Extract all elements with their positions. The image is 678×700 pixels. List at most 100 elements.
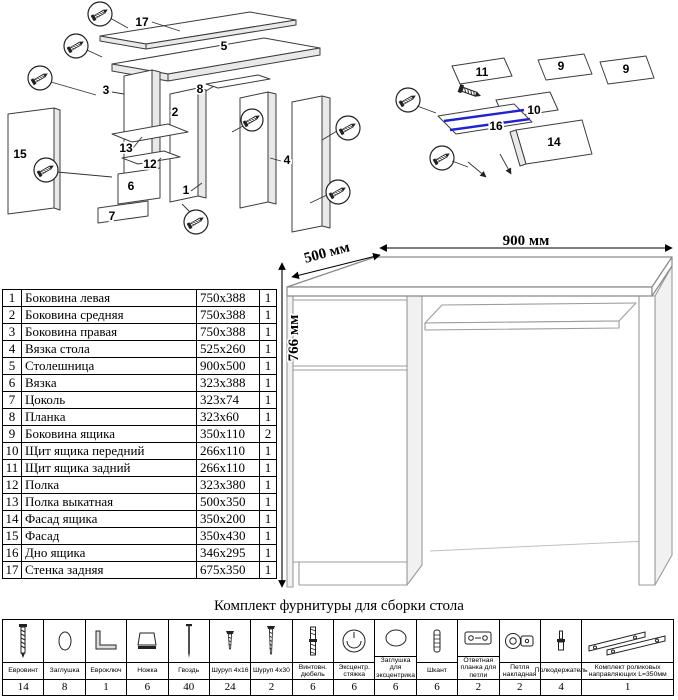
parts-cell-num: 4 [2,340,22,358]
part-number-label: 16 [489,119,503,133]
hardware-item-name: Винтовн. дюбель [292,662,333,679]
parts-cell-size: 500х350 [196,493,260,511]
parts-cell-name: Боковина средняя [21,306,197,324]
parts-cell-num: 17 [2,561,22,579]
foot-icon [127,620,167,662]
parts-cell-size: 350х430 [196,527,260,545]
hardware-item-name: Евроключ [85,662,127,679]
parts-cell-qty: 1 [259,527,277,545]
parts-cell-qty: 1 [259,391,277,409]
screw-short-icon [210,620,250,662]
roller-rail [449,117,531,132]
right-side-panel [638,265,673,586]
hardware-item-name: Ответная планка для петли [458,655,499,680]
hardware-item-name: Комплект роликовых направляющих L=350мм [582,662,674,679]
parts-cell-name: Боковина левая [21,289,197,307]
part-number-label: 9 [623,62,630,76]
parts-cell-qty: 1 [259,561,277,579]
hardware-callout-icon [27,1,361,235]
part-number-label: 9 [558,59,565,73]
hardware-item-qty: 6 [416,679,458,695]
cam-lock-icon [334,620,374,662]
parts-cell-qty: 1 [259,357,277,375]
parts-cell-qty: 1 [259,408,277,426]
parts-cell-size: 900х500 [196,357,260,375]
parts-cell-qty: 1 [259,476,277,494]
hardware-item-qty: 2 [499,679,540,695]
parts-cell-name: Щит ящика задний [21,459,197,477]
hardware-item-qty: 6 [334,679,375,695]
hardware-item-qty: 2 [251,679,292,695]
parts-cell-size: 750х388 [196,323,260,341]
wood-dowel-icon [417,620,457,662]
hardware-item-qty: 6 [292,679,333,695]
parts-cell-name: Цоколь [21,391,197,409]
hinge-plate-icon [458,620,498,656]
dimension-width-label: 900 мм [503,235,550,249]
hardware-item-qty: 4 [540,679,582,695]
parts-cell-size: 750х388 [196,289,260,307]
part-number-label: 15 [13,147,27,161]
parts-cell-qty: 2 [259,425,277,443]
nail-icon [169,620,209,662]
dimension-depth-label: 500 мм [302,239,351,267]
hardware-item-qty: 6 [375,679,416,695]
drawer-front [292,299,408,367]
part-number-label: 7 [109,209,116,223]
hardware-item-qty: 8 [44,679,85,695]
parts-cell-name: Стенка задняя [21,561,197,579]
part-number-label: 13 [119,141,133,155]
parts-cell-size: 323х388 [196,374,260,392]
dimension-height-label: 766 мм [286,315,302,362]
parts-cell-qty: 1 [259,374,277,392]
parts-cell-size: 350х110 [196,425,260,443]
parts-cell-name: Щит ящика передний [21,442,197,460]
parts-cell-num: 8 [2,408,22,426]
parts-cell-num: 5 [2,357,22,375]
parts-cell-num: 1 [2,289,22,307]
parts-cell-size: 323х60 [196,408,260,426]
parts-cell-num: 12 [2,476,22,494]
exploded-drawer-diagram [395,53,655,178]
hardware-item-name: Евровинт [3,662,44,679]
parts-cell-num: 15 [2,527,22,545]
desk-3d-view: 900 мм 500 мм 766 мм [278,235,673,588]
parts-cell-num: 14 [2,510,22,528]
part-number-label: 11 [476,65,489,79]
parts-cell-num: 16 [2,544,22,562]
parts-cell-qty: 1 [259,544,277,562]
hardware-item-name: Заглушка для эксцентрика [375,655,416,679]
part-number-label: 4 [284,153,291,167]
part-number-label: 6 [128,179,135,193]
parts-cell-size: 266х110 [196,459,260,477]
part-number-label: 3 [103,83,110,97]
parts-cell-num: 6 [2,374,22,392]
desktop [286,256,673,297]
hardware-item-name: Гвоздь [168,662,209,679]
plinth [298,561,408,586]
parts-cell-qty: 1 [259,510,277,528]
hardware-item-qty: 2 [458,679,499,695]
dowel-screw-icon [293,620,333,662]
door-front [292,369,408,563]
parts-cell-name: Боковина правая [21,323,197,341]
parts-cell-num: 13 [2,493,22,511]
parts-cell-size: 350х200 [196,510,260,528]
hardware-kit-title: Комплект фурнитуры для сборки стола [214,598,464,614]
